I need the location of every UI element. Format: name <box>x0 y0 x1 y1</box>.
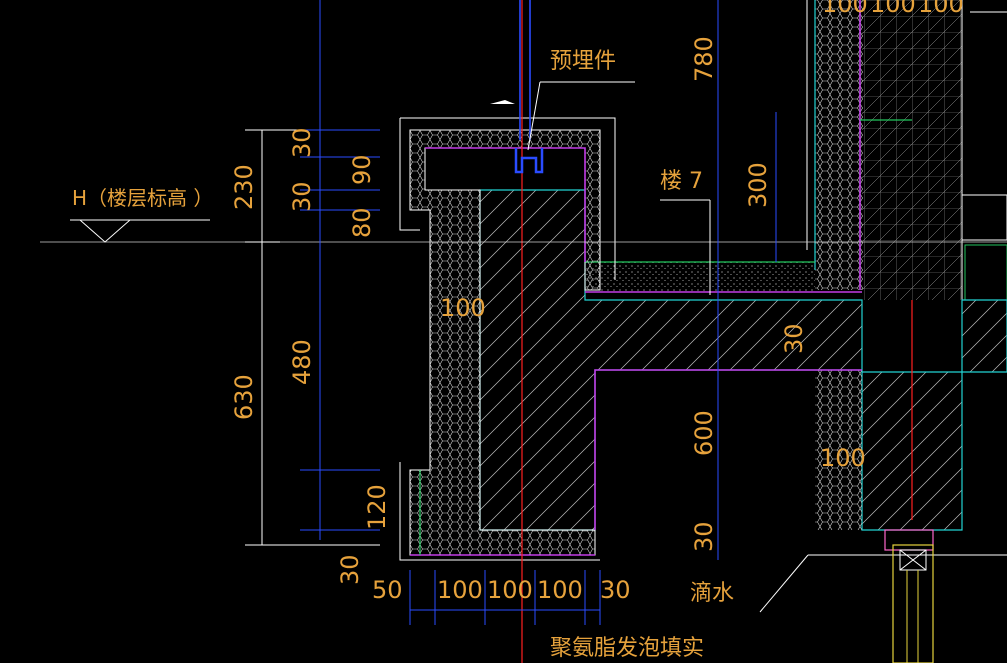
dim-bottom-100-a: 100 <box>437 576 483 604</box>
dim-30-second: 30 <box>288 181 316 212</box>
dim-100-right: 100 <box>820 444 866 472</box>
labels: 预埋件 楼 7 H（楼层标高 ） 滴水 聚氨脂发泡填实 <box>72 49 734 661</box>
bottom-dimension-lines <box>409 570 601 625</box>
label-embedded-part: 预埋件 <box>550 49 616 74</box>
dim-230: 230 <box>230 164 258 210</box>
label-drip: 滴水 <box>690 581 734 606</box>
dim-600: 600 <box>690 410 718 456</box>
dim-80: 80 <box>348 207 376 238</box>
dimension-texts: 230 630 30 30 480 120 90 80 100 100 100 … <box>230 0 964 604</box>
dim-top-100-c: 100 <box>918 0 964 18</box>
dim-30-top: 30 <box>288 127 316 158</box>
window-frame <box>884 529 934 663</box>
dim-top-100-a: 100 <box>822 0 868 18</box>
axis-lines <box>40 0 1007 663</box>
dim-120: 120 <box>363 484 391 530</box>
label-level-mark: H（楼层标高 ） <box>72 186 213 210</box>
insulation-layer <box>399 117 862 561</box>
right-wall <box>806 0 1007 301</box>
dim-bottom-100-b: 100 <box>487 576 533 604</box>
dim-480: 480 <box>288 339 316 385</box>
dim-bottom-30-right: 30 <box>600 576 631 604</box>
dim-bottom-100-c: 100 <box>537 576 583 604</box>
dim-300: 300 <box>744 162 772 208</box>
level-marker <box>70 219 210 243</box>
dim-bottom-30-left: 30 <box>336 554 364 585</box>
dim-90: 90 <box>348 154 376 185</box>
dim-100-flange: 100 <box>440 294 486 322</box>
label-pu-foam: 聚氨脂发泡填实 <box>550 636 704 661</box>
embedded-part-icon <box>514 148 544 174</box>
dim-30-vertical: 30 <box>690 521 718 552</box>
dim-bottom-50: 50 <box>372 576 403 604</box>
leader-lines <box>490 81 1007 613</box>
left-dimension-lines <box>245 129 380 546</box>
dim-top-100-b: 100 <box>870 0 916 18</box>
slab-section <box>479 189 1007 531</box>
dim-780: 780 <box>690 36 718 82</box>
label-floor: 楼 7 <box>660 169 703 194</box>
dim-630: 630 <box>230 374 258 420</box>
dim-30-right: 30 <box>780 323 808 354</box>
